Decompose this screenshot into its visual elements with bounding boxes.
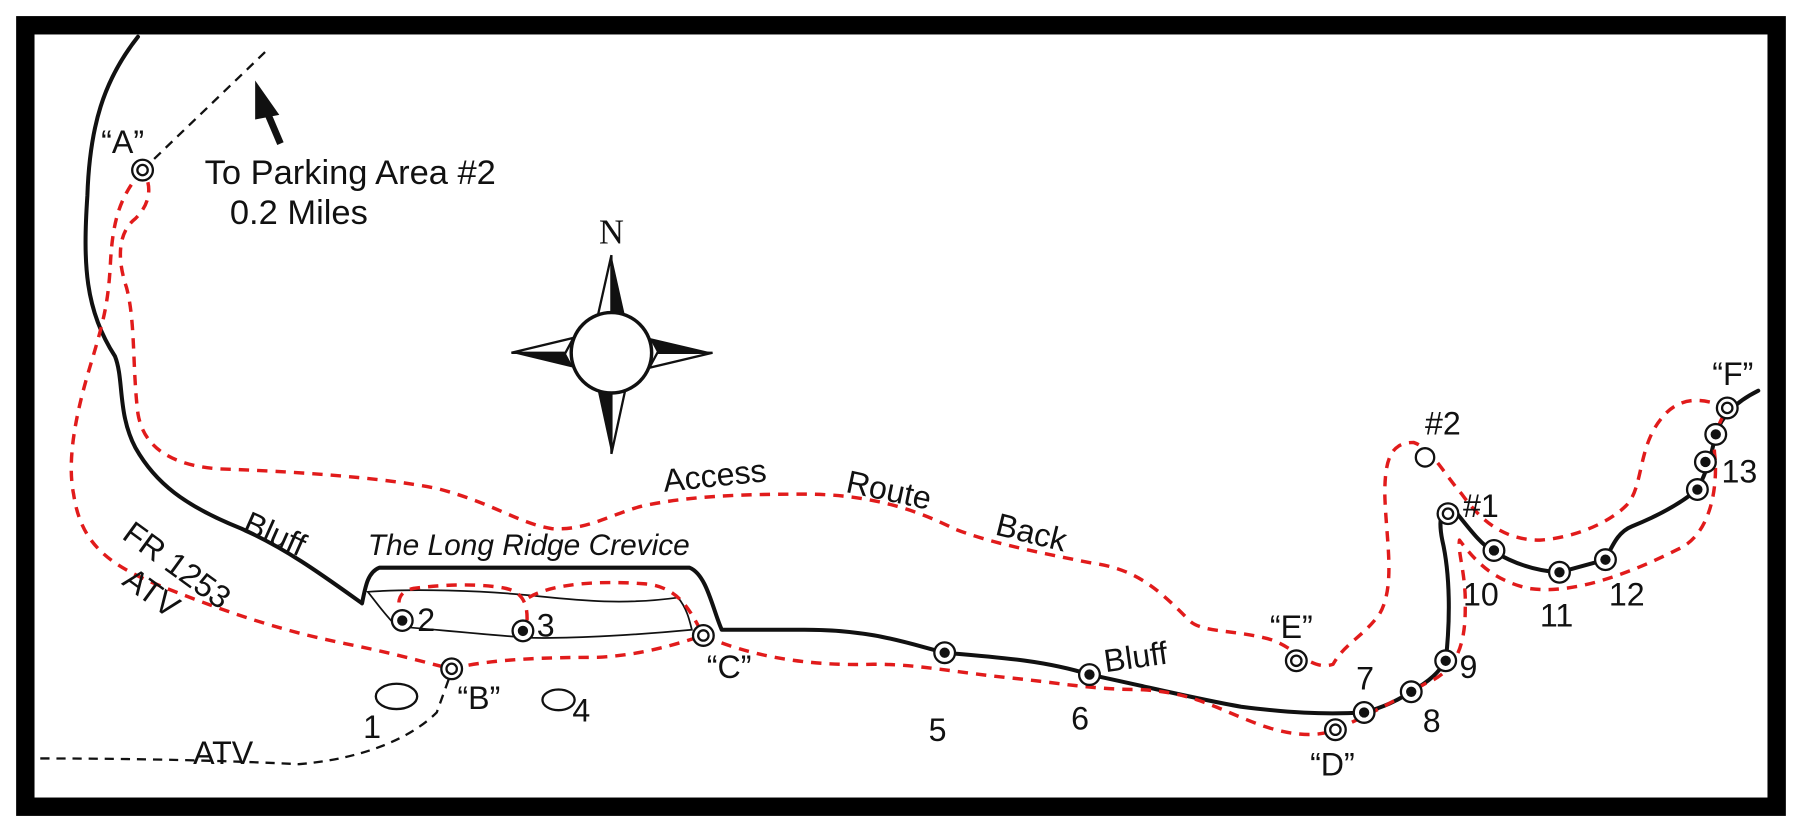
- waypoint-d-marker: [1323, 718, 1347, 742]
- waypoint-d-label: “D”: [1310, 747, 1355, 783]
- map-frame: [16, 16, 1786, 816]
- site-5-marker: [933, 641, 957, 665]
- route-crevice-loop: [397, 580, 705, 637]
- site-1-label: 1: [363, 709, 381, 745]
- atv-label-south: ATV: [193, 735, 254, 771]
- waypoint-b-marker: [440, 657, 464, 681]
- parking-arrow-icon: [255, 80, 284, 145]
- site-4-marker: [541, 688, 576, 712]
- point-1-label: #1: [1463, 488, 1499, 524]
- site-7-label: 7: [1356, 661, 1374, 697]
- atv-trail-north: [141, 49, 268, 171]
- waypoint-c-marker: [691, 624, 715, 647]
- crevice-label: The Long Ridge Crevice: [368, 529, 690, 562]
- site-3-marker: [511, 619, 535, 643]
- site-6-label: 6: [1071, 701, 1089, 737]
- route-back: [118, 169, 1728, 668]
- waypoint-a-marker: [131, 158, 155, 182]
- site-13-label: 13: [1722, 454, 1758, 490]
- waypoint-e-label: “E”: [1270, 609, 1313, 645]
- site-2-marker: [390, 609, 414, 633]
- parking-direction-line1: To Parking Area #2: [205, 154, 496, 192]
- waypoint-a-label: “A”: [101, 124, 144, 160]
- compass-rose: N: [511, 214, 713, 455]
- point-1-marker: [1436, 502, 1460, 526]
- site-8-label: 8: [1423, 703, 1441, 739]
- compass-north-label: N: [599, 214, 624, 252]
- site-2-label: 2: [417, 602, 435, 638]
- waypoint-b-label: “B”: [457, 680, 500, 716]
- site-11-marker: [1547, 560, 1571, 584]
- parking-direction-line2: 0.2 Miles: [230, 194, 368, 232]
- site-12-label: 12: [1609, 577, 1645, 613]
- site-1-marker: [374, 682, 419, 711]
- waypoint-f-label: “F”: [1712, 356, 1753, 392]
- site-10-marker: [1482, 538, 1506, 562]
- site-4-label: 4: [572, 693, 590, 729]
- site-markers: [390, 422, 1728, 724]
- waypoint-c-label: “C”: [707, 649, 752, 685]
- site-11-label: 11: [1540, 597, 1573, 633]
- atv-trail-south: [40, 670, 453, 766]
- site-9-label: 9: [1459, 649, 1477, 685]
- site-13-marker: [1685, 422, 1728, 502]
- point-2-label: #2: [1425, 405, 1461, 441]
- site-5-label: 5: [929, 712, 947, 748]
- point-2-marker: [1414, 447, 1436, 468]
- site-9-marker: [1434, 649, 1458, 673]
- route-outbound: [69, 168, 1729, 737]
- site-8-marker: [1399, 680, 1423, 704]
- site-7-marker: [1352, 700, 1376, 724]
- waypoint-e-marker: [1284, 649, 1308, 673]
- site-10-label: 10: [1463, 577, 1499, 613]
- waypoint-f-marker: [1715, 396, 1739, 420]
- site-6-marker: [1077, 663, 1101, 687]
- bluff-label-east: Bluff: [1102, 635, 1170, 680]
- site-3-label: 3: [537, 608, 555, 644]
- site-12-marker: [1593, 548, 1617, 572]
